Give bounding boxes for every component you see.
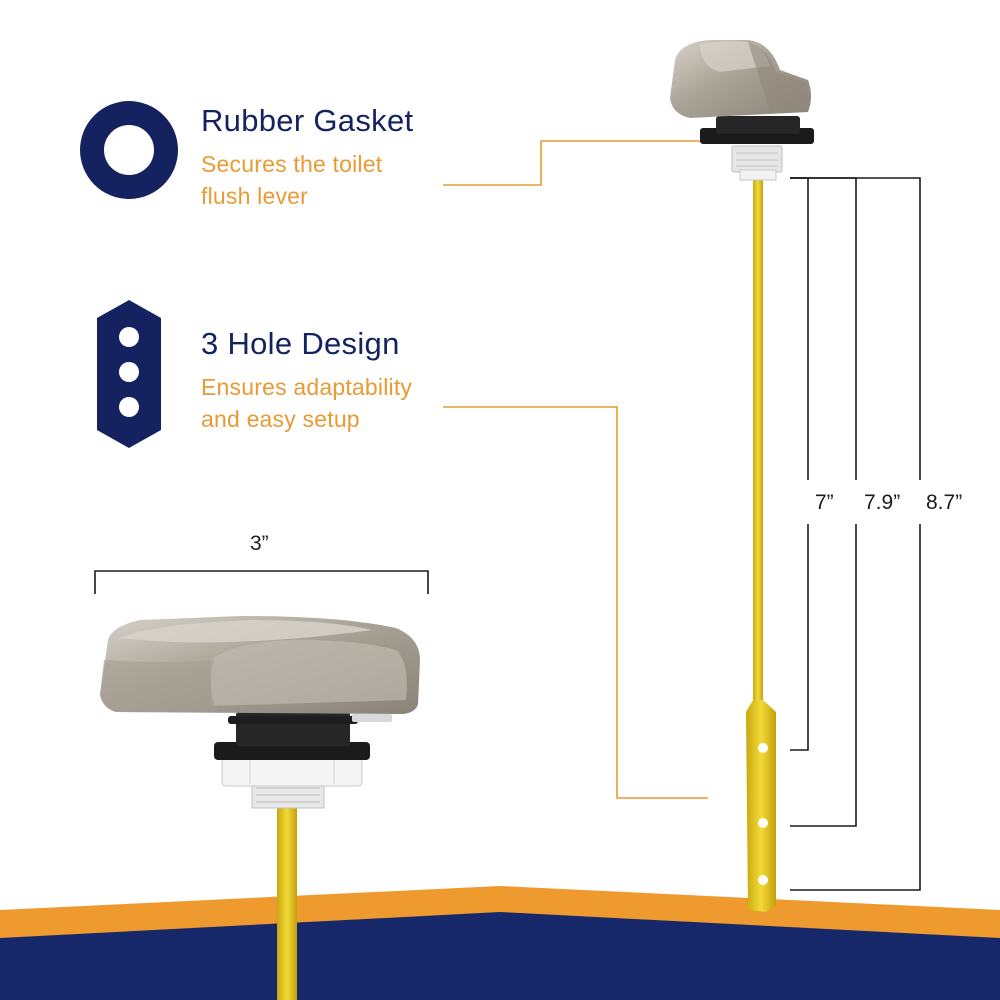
feature-desc-gasket-line2: flush lever xyxy=(201,183,309,209)
ring-icon xyxy=(80,101,178,199)
feature-desc-holes-line2: and easy setup xyxy=(201,406,360,432)
feature-desc-gasket: Secures the toilet flush lever xyxy=(201,148,382,212)
dim-label-8-7: 8.7” xyxy=(926,491,963,514)
feature-desc-gasket-line1: Secures the toilet xyxy=(201,151,383,177)
feature-title-gasket: Rubber Gasket xyxy=(201,103,414,138)
dim-bracket-7 xyxy=(790,177,809,751)
navy-band xyxy=(0,912,1000,1000)
dim-bracket-3 xyxy=(94,570,429,594)
dim-label-3: 3” xyxy=(250,532,269,555)
gasket-leader-line xyxy=(443,140,710,186)
dim-bracket-8-7 xyxy=(790,177,921,891)
hole-leader-line xyxy=(443,406,708,799)
dim-label-7-9: 7.9” xyxy=(864,491,901,514)
dim-label-7: 7” xyxy=(815,491,834,514)
lever-assembly xyxy=(670,40,814,912)
handle-closeup xyxy=(100,616,420,1000)
feature-desc-holes-line1: Ensures adaptability xyxy=(201,374,413,400)
feature-desc-holes: Ensures adaptability and easy setup xyxy=(201,371,412,435)
three-hole-arm-icon xyxy=(97,300,161,448)
feature-title-holes: 3 Hole Design xyxy=(201,326,400,361)
